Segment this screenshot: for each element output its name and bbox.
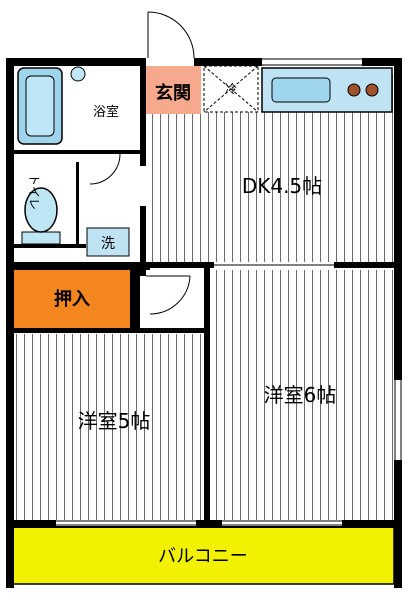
closet-label: 押入 [54,288,90,310]
western6-label: 洋室6帖 [264,383,337,407]
closet-area [14,270,130,328]
western5-floor [14,334,204,522]
toilet-icon [21,187,61,245]
fridge-label: 冷 [225,82,237,96]
entrance-area [146,64,201,114]
washer-icon [86,227,130,257]
western5-label: 洋室5帖 [78,409,151,433]
stove-icon [261,67,393,113]
door-swing-icon [146,275,191,315]
western6-floor [210,270,394,522]
door-swing-icon [147,11,195,59]
washer-label: 洗 [101,236,115,252]
entrance-label: 玄関 [155,82,191,104]
toilet-label: トイレ [27,174,41,210]
balcony-label: バルコニー [158,546,248,567]
dk-label: DK4.5帖 [242,174,322,198]
door-swing-icon [89,153,121,185]
sink-icon [70,66,86,82]
bathtub-icon [17,67,63,145]
bath-label: 浴室 [93,104,119,120]
